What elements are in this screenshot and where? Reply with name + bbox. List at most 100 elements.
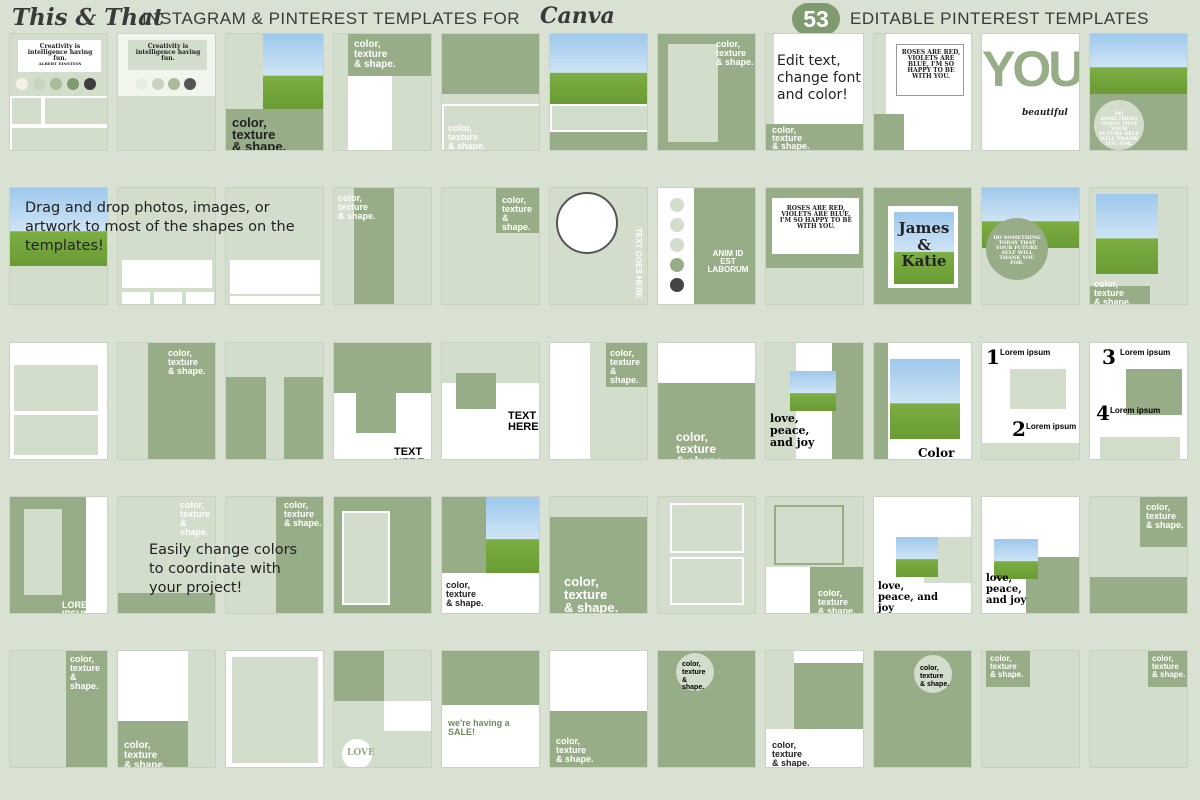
template-card: color, texture & shape. (333, 33, 432, 151)
template-card: color, texture & shape. (117, 496, 216, 614)
cts-line3: & shape. (1146, 520, 1184, 530)
cts-line1: color, (920, 665, 939, 672)
cts-line1: color, (990, 654, 1012, 663)
cts-line3: & shape. (564, 600, 619, 614)
template-card: Color & shape (873, 342, 972, 460)
cts-line1: color, (772, 125, 797, 135)
cts-line1: color, (168, 348, 193, 358)
cts-line3: & shape. (990, 670, 1024, 679)
cts-line3: & shape. (676, 455, 726, 459)
cts-line1: color, (180, 500, 205, 510)
number-4: 4 (1096, 401, 1110, 425)
template-card: color, texture & shape. (549, 496, 648, 614)
cts-line2: texture (716, 48, 747, 58)
template-card (657, 496, 756, 614)
cts-line1: color, (610, 348, 635, 358)
cts-line3: & shape. (180, 518, 209, 537)
template-card: color, texture & shape. (9, 650, 108, 768)
template-count-label: EDITABLE PINTEREST TEMPLATES (850, 9, 1149, 28)
template-card: TEXT HERE (333, 342, 432, 460)
cts-line3: & shape. (772, 141, 810, 151)
template-card (225, 650, 324, 768)
cts-line2: texture (124, 750, 158, 761)
quote-text: Creativity is intelligence having fun. (135, 43, 201, 62)
template-card: Creativity is intelligence having fun. (117, 33, 216, 151)
subtitle: INSTAGRAM & PINTEREST TEMPLATES FOR (142, 9, 521, 28)
template-card (549, 33, 648, 151)
number-2: 2 (1012, 417, 1026, 441)
cts-line1: color, (354, 39, 381, 50)
template-card: color, texture & shape. (1089, 187, 1188, 305)
template-count-badge: 53 (792, 3, 840, 35)
number-3: 3 (1102, 345, 1116, 369)
template-card: TEXT HERE (441, 342, 540, 460)
cts-line1: color, (284, 500, 309, 510)
cts-line3: & shape. (556, 754, 594, 764)
color-shape: Color & shape (918, 446, 955, 460)
cts-line2: texture (682, 669, 706, 676)
cts-line1: color, (676, 430, 709, 444)
cts-line2: texture (338, 202, 369, 212)
callout-edit: Edit text, change font and color! (777, 53, 861, 103)
cts-line1: color, (1146, 502, 1171, 512)
cts-line2: texture (564, 587, 608, 602)
template-card: 3 Lorem ipsum 4 Lorem ipsum (1089, 342, 1188, 460)
template-card: ROSES ARE RED, VIOLETS ARE BLUE, I'M SO … (765, 187, 864, 305)
you-text: YOU (982, 41, 1080, 97)
cts-line3: & shape. (716, 57, 754, 67)
template-card: LOREM IPSUM DOLOR (9, 496, 108, 614)
cts-line3: & shape. (818, 606, 856, 614)
roses-text: ROSES ARE RED, VIOLETS ARE BLUE, I'M SO … (779, 205, 853, 230)
template-card: TEXT GOES HERE (549, 187, 648, 305)
cts-line1: color, (124, 740, 151, 751)
cts-line1: color, (338, 193, 363, 203)
cts-line3: & shape. (354, 59, 396, 70)
template-card: color, texture & shape. (981, 650, 1080, 768)
cts-line3: & shape. (448, 141, 486, 151)
template-card (225, 187, 324, 305)
cts-line3: & shape. (610, 366, 639, 385)
template-card: we're having a SALE! (441, 650, 540, 768)
cts-line2: texture (168, 357, 199, 367)
lorem-title: Lorem ipsum (1110, 406, 1161, 415)
template-card: Creativity is intelligence having fun. A… (9, 33, 108, 151)
template-card: color, texture & shape. (657, 342, 756, 460)
cts-line3: & shape. (1094, 297, 1132, 305)
template-card: James & Katie (873, 187, 972, 305)
cts-line3: & shape. (232, 139, 287, 151)
template-card: color, texture & shape. (333, 187, 432, 305)
cts-line2: texture (446, 589, 477, 599)
beautiful-text: beautiful (1022, 108, 1068, 118)
template-card (117, 187, 216, 305)
cts-line1: color, (682, 661, 701, 668)
cts-line1: color, (716, 39, 741, 49)
cts-line3: & shape. (284, 518, 322, 528)
cts-line2: texture (1152, 662, 1179, 671)
vertical-text: TEXT GOES HERE (634, 228, 643, 299)
cts-line1: color, (564, 574, 599, 589)
cts-line2: texture (70, 663, 101, 673)
cts-line1: color, (818, 588, 843, 598)
cts-line2: texture (232, 127, 276, 142)
cts-line2: texture (354, 49, 388, 60)
cts-line2: texture (448, 132, 479, 142)
template-card: LOVE (333, 650, 432, 768)
template-card: color, texture & shape. (441, 187, 540, 305)
cts-line1: color, (502, 195, 527, 205)
quote-author: ALBERT EINSTEIN (38, 61, 82, 66)
cts-line2: texture (990, 662, 1017, 671)
cts-line3: & shape. (446, 598, 484, 608)
cts-line2: texture (1146, 511, 1177, 521)
template-card: color, texture & shape. (549, 342, 648, 460)
lorem-title: Lorem ipsum (1026, 422, 1077, 431)
template-card: color, texture & shape. (765, 496, 864, 614)
love-peace: love, peace, and joy (878, 581, 938, 614)
cts-line3: & shape. (124, 760, 166, 768)
quote-text: Creativity is intelligence having fun. (27, 43, 93, 62)
text-here: TEXT HERE (394, 446, 425, 460)
quote-text: DO SOMETHING TODAY THAT YOUR FUTURE SELF… (1098, 111, 1140, 147)
cts-line2: texture (502, 204, 533, 214)
cts-line1: color, (70, 654, 95, 664)
cts-line2: texture (610, 357, 641, 367)
